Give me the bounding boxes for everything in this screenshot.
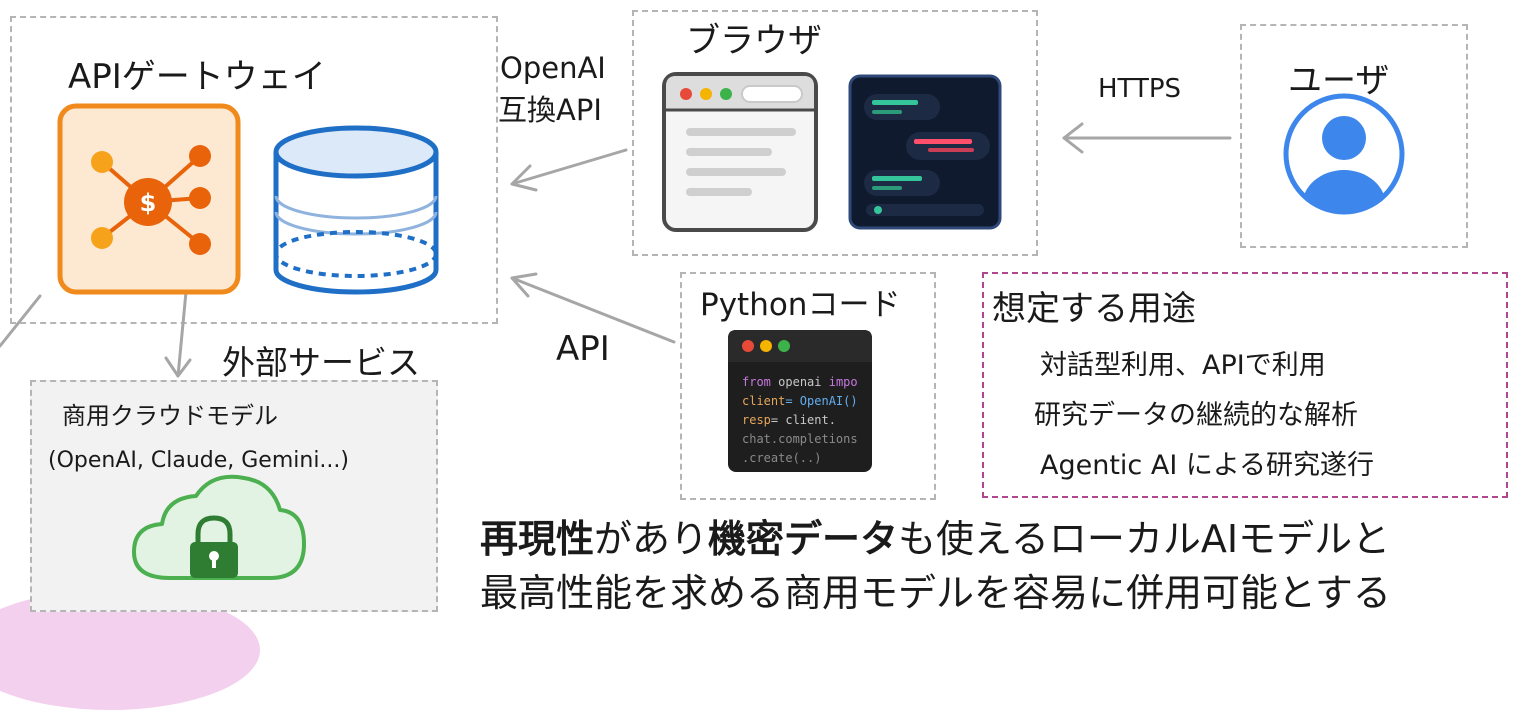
usecase-item: 対話型利用、APIで利用 <box>1040 350 1326 381</box>
user-avatar-icon <box>1283 93 1405 215</box>
code-line-5: .create(..) <box>742 451 822 465</box>
summary-text: も使えるローカルAIモデルと <box>898 517 1391 561</box>
code-token: from <box>742 375 771 389</box>
gateway-title: APIゲートウェイ <box>68 57 326 97</box>
edge-label-https: HTTPS <box>1098 74 1182 104</box>
summary-emphasis: 機密データ <box>708 517 899 561</box>
summary-emphasis: 再現性 <box>480 517 595 561</box>
python-title: Pythonコード <box>700 287 901 323</box>
usecase-box <box>982 272 1508 498</box>
summary-line-2: 最高性能を求める商用モデルを容易に併用可能とする <box>480 571 1391 615</box>
usecase-title: 想定する用途 <box>992 289 1196 329</box>
python-box <box>680 272 936 500</box>
cloud-models-label: 商用クラウドモデル <box>62 402 278 430</box>
edge-line-left <box>0 294 42 348</box>
browser-window-icon <box>662 72 818 232</box>
diagram-graphics: $ <box>0 72 1405 580</box>
code-line-4: chat.completions <box>742 432 858 446</box>
arrow-python-to-gateway <box>510 272 676 344</box>
arrow-browser-to-gateway <box>510 148 628 192</box>
gateway-hub-icon: $ <box>57 103 241 295</box>
external-title: 外部サービス <box>222 343 420 382</box>
code-token: client <box>742 394 786 408</box>
code-token: = OpenAI() <box>785 394 858 408</box>
code-line-1: from openai impo <box>742 376 858 388</box>
browser-title: ブラウザ <box>686 21 822 61</box>
user-box <box>1240 24 1468 248</box>
code-token: resp <box>742 413 771 427</box>
code-token: impo <box>828 375 858 389</box>
arrow-gateway-to-external <box>164 290 192 378</box>
edge-label-openai: OpenAI <box>500 51 606 85</box>
edge-label-compat-api: 互換API <box>498 93 602 127</box>
chat-window-icon <box>848 74 1002 230</box>
user-title: ユーザ <box>1288 61 1390 101</box>
api-gateway-box <box>10 16 498 324</box>
code-window-icon <box>728 330 872 472</box>
summary-text: があり <box>594 517 709 561</box>
database-icon <box>273 125 439 295</box>
code-line-2: client= OpenAI() <box>742 395 858 407</box>
code-token: = client. <box>770 413 836 427</box>
browser-box <box>632 10 1038 256</box>
usecase-item: 研究データの継続的な解析 <box>1034 400 1358 431</box>
edge-label-api: API <box>556 329 610 369</box>
cloud-models-list: (OpenAI, Claude, Gemini...) <box>48 448 349 473</box>
arrow-user-to-browser <box>1062 122 1232 154</box>
code-token: openai <box>778 375 822 389</box>
svg-text:$: $ <box>140 189 157 217</box>
cloud-lock-icon <box>132 474 306 580</box>
code-line-3: resp= client. <box>742 414 836 426</box>
usecase-item: Agentic AI による研究遂行 <box>1040 450 1375 481</box>
summary-line-1: 再現性があり機密データも使えるローカルAIモデルと <box>480 520 1390 558</box>
